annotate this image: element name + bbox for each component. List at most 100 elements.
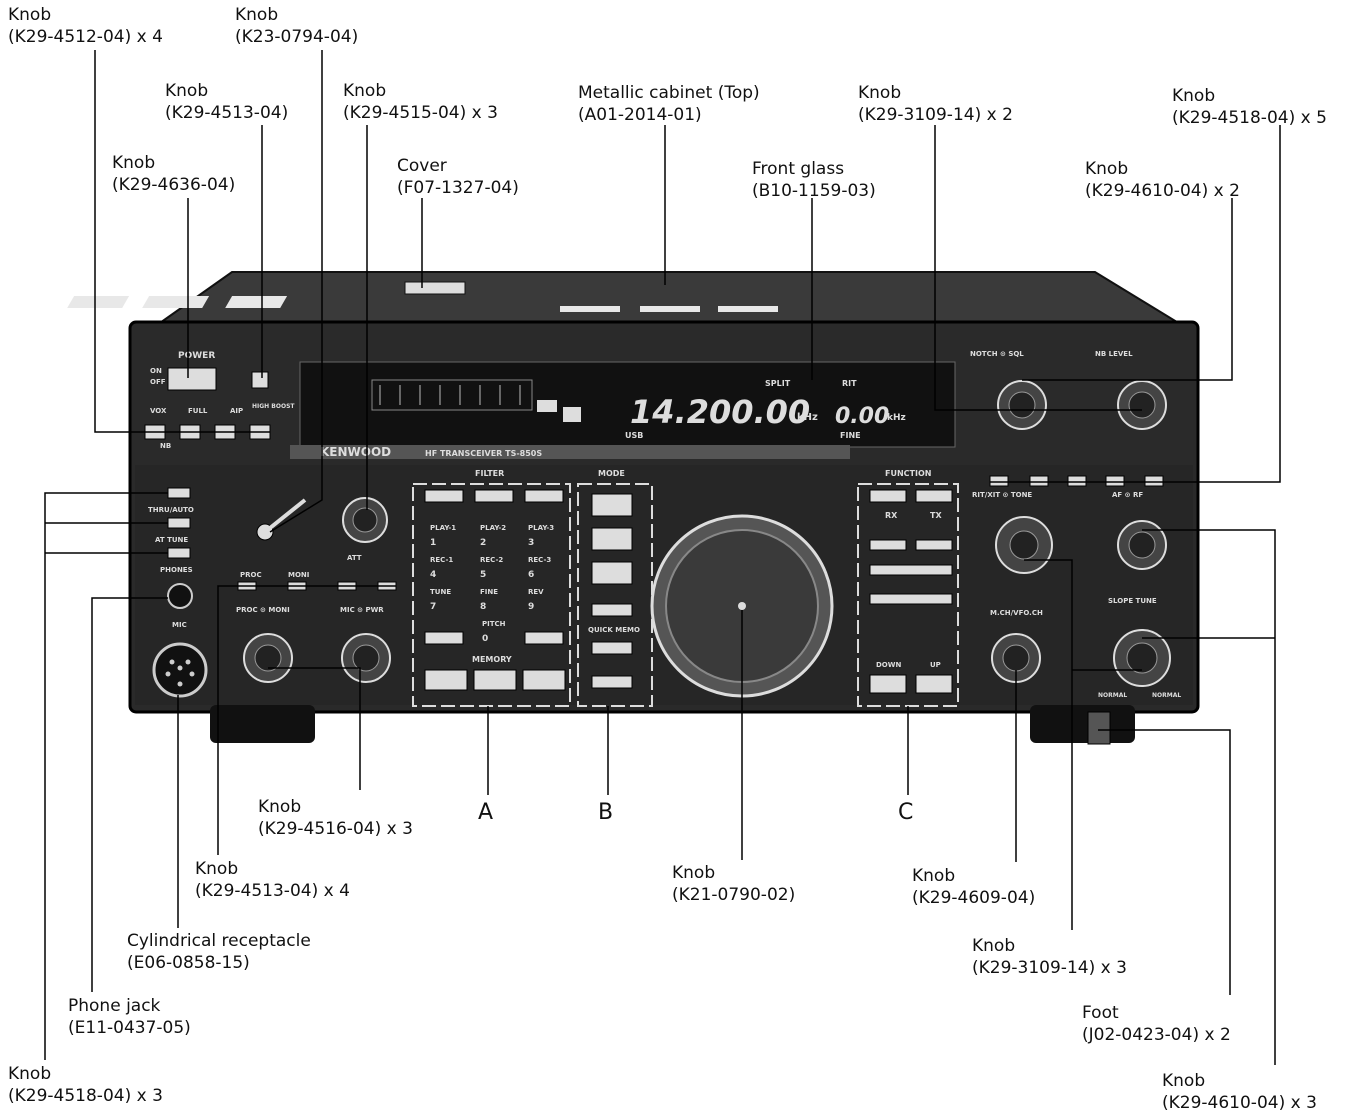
quick-memo-min-button[interactable] xyxy=(591,641,633,655)
power-off-label: OFF xyxy=(150,378,166,386)
callout-knob-k29-3109-x3: Knob (K29-3109-14) x 3 xyxy=(972,935,1127,979)
callout-knob-k29-4518-x5: Knob (K29-4518-04) x 5 xyxy=(1172,85,1327,129)
function-button-6[interactable] xyxy=(869,593,953,605)
keypad-button-right[interactable] xyxy=(524,631,564,645)
mode-button-bottom[interactable] xyxy=(591,675,633,689)
knob-k23-0794[interactable] xyxy=(256,498,307,541)
knob-k29-3109-notch[interactable] xyxy=(1008,391,1036,419)
key-2[interactable]: 2 xyxy=(480,538,486,548)
main-dial-finger-dimple xyxy=(738,602,746,610)
callout-knob-k29-4610-x3: Knob (K29-4610-04) x 3 xyxy=(1162,1070,1317,1114)
knob-k29-4518-r1[interactable] xyxy=(989,475,1009,487)
key-7[interactable]: 7 xyxy=(430,602,436,612)
down-button[interactable] xyxy=(869,674,907,694)
function-button-1[interactable] xyxy=(869,489,907,503)
mode-button-3[interactable] xyxy=(591,561,633,585)
brand-logo: KENWOOD xyxy=(320,445,391,459)
knob-k29-3109-rit[interactable] xyxy=(1009,530,1039,560)
mic-pwr-label: MIC ⊙ PWR xyxy=(340,606,384,614)
callout-title: Knob xyxy=(258,797,302,817)
mode-indicator: USB xyxy=(625,431,643,440)
knob-k29-4516-mic-cap xyxy=(352,644,380,672)
memory-button-3[interactable] xyxy=(522,669,566,691)
nb-level-label: NB LEVEL xyxy=(1095,350,1133,358)
key-0[interactable]: 0 xyxy=(482,634,488,644)
callout-title: Knob xyxy=(8,5,52,25)
knob-k29-4518-r4[interactable] xyxy=(1105,475,1125,487)
frequency-readout: 14.200.00 xyxy=(630,393,810,431)
phone-jack[interactable] xyxy=(167,583,193,609)
filter-button-2[interactable] xyxy=(474,489,514,503)
callout-part: (K29-4636-04) xyxy=(112,175,236,195)
callout-title: Knob xyxy=(112,153,156,173)
foot-right xyxy=(1030,705,1135,743)
key-6[interactable]: 6 xyxy=(528,570,534,580)
callout-title: Foot xyxy=(1082,1003,1119,1023)
knob-k29-4610-slope-cap xyxy=(1126,642,1158,674)
knob-k29-4518-r5[interactable] xyxy=(1144,475,1164,487)
group-c-label: C xyxy=(898,800,914,825)
function-button-3[interactable] xyxy=(869,539,907,551)
knob-k29-4518-left-3[interactable] xyxy=(167,547,191,559)
up-label: UP xyxy=(930,661,941,669)
keypad-button-left[interactable] xyxy=(424,631,464,645)
function-button-5[interactable] xyxy=(869,564,953,576)
memory-button-1[interactable] xyxy=(424,669,468,691)
filter-button-1[interactable] xyxy=(424,489,464,503)
key-rec1: REC-1 xyxy=(430,556,453,564)
key-play2: PLAY-2 xyxy=(480,524,506,532)
att-label: ATT xyxy=(347,554,362,562)
knob-k29-4518-left-2[interactable] xyxy=(167,517,191,529)
leader-knob-k29-4513-x4 xyxy=(217,585,396,855)
callout-knob-k29-4516: Knob (K29-4516-04) x 3 xyxy=(258,796,413,840)
callout-title: Knob xyxy=(1172,86,1216,106)
function-button-4[interactable] xyxy=(915,539,953,551)
full-label: FULL xyxy=(188,407,208,415)
key-pitch: PITCH xyxy=(482,620,506,628)
knob-k29-3109-nb[interactable] xyxy=(1128,391,1156,419)
callout-knob-k23-0794: Knob (K23-0794-04) xyxy=(235,4,358,48)
knob-k29-4518-left-1[interactable] xyxy=(167,487,191,499)
brand-strip xyxy=(290,445,850,459)
receptacle-pins xyxy=(165,659,195,687)
mode-button-2[interactable] xyxy=(591,527,633,551)
meter-scale xyxy=(371,379,533,411)
key-5[interactable]: 5 xyxy=(480,570,486,580)
filter-label: FILTER xyxy=(475,469,504,478)
callout-knob-k29-4515: Knob (K29-4515-04) x 3 xyxy=(343,80,498,124)
function-button-2[interactable] xyxy=(915,489,953,503)
knob-k29-4513-top[interactable] xyxy=(251,371,269,389)
up-button[interactable] xyxy=(915,674,953,694)
power-switch[interactable] xyxy=(167,367,217,391)
rit-unit: kHz xyxy=(887,413,906,423)
callout-title: Knob xyxy=(672,863,716,883)
power-label: POWER xyxy=(178,351,215,361)
key-1[interactable]: 1 xyxy=(430,538,436,548)
callout-part: (B10-1159-03) xyxy=(752,181,876,201)
key-play1: PLAY-1 xyxy=(430,524,456,532)
foot-left xyxy=(210,705,315,743)
filter-button-3[interactable] xyxy=(524,489,564,503)
knob-k29-4518-r3[interactable] xyxy=(1067,475,1087,487)
knob-k29-3109-af[interactable] xyxy=(1128,531,1156,559)
leader-phone-jack xyxy=(91,597,168,992)
callout-cabinet: Metallic cabinet (Top) (A01-2014-01) xyxy=(578,82,760,126)
memory-button-2[interactable] xyxy=(473,669,517,691)
callout-part: (K29-4518-04) x 3 xyxy=(8,1086,163,1106)
key-3[interactable]: 3 xyxy=(528,538,534,548)
key-rec2: REC-2 xyxy=(480,556,503,564)
quick-memo-mr-button[interactable] xyxy=(591,603,633,617)
callout-knob-k21-0790: Knob (K21-0790-02) xyxy=(672,862,795,906)
callout-knob-k29-4609: Knob (K29-4609-04) xyxy=(912,865,1035,909)
memory-label: MEMORY xyxy=(472,655,512,664)
callout-knob-k29-4518-x3: Knob (K29-4518-04) x 3 xyxy=(8,1063,163,1107)
key-8[interactable]: 8 xyxy=(480,602,486,612)
key-9[interactable]: 9 xyxy=(528,602,534,612)
proc-moni-label: PROC ⊙ MONI xyxy=(236,606,290,614)
callout-title: Knob xyxy=(165,81,209,101)
high-boost-label: HIGH BOOST xyxy=(252,403,295,410)
mode-button-1[interactable] xyxy=(591,493,633,517)
key-4[interactable]: 4 xyxy=(430,570,436,580)
knob-k29-4518-r2[interactable] xyxy=(1029,475,1049,487)
